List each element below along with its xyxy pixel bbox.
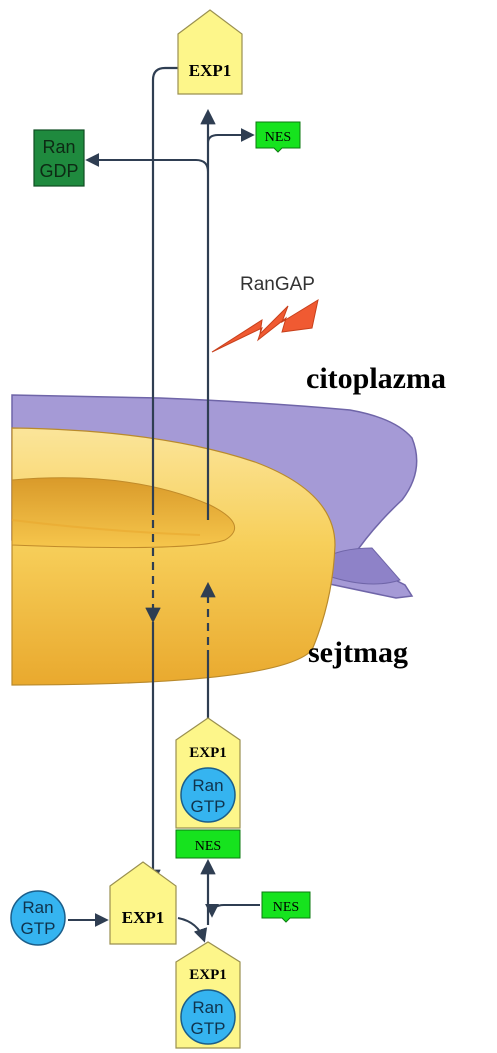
ran-gtp-line1: Ran [192,998,223,1017]
nes-label: NES [195,839,221,854]
ran-gtp-line1: Ran [192,776,223,795]
nes-released: NES [256,122,300,152]
ran-gtp-line2: GTP [21,919,56,938]
ran-gtp-line2: GTP [191,1019,226,1038]
export-complex-nucleus: EXP1 Ran GTP NES [176,718,240,858]
rangap-label: RanGAP [240,274,315,295]
exp1-binding-arrow [178,918,204,940]
rangap-bolt-icon [212,300,318,352]
exp1-nucleus: EXP1 [110,862,176,944]
ran-gdp-release-arrow [88,160,208,172]
cytoplasm-label: citoplazma [306,362,446,395]
nes-binding-arrow [212,905,260,915]
ran-gtp-free: Ran GTP [11,891,65,945]
exp1-cytoplasm: EXP1 [178,10,242,94]
ran-gtp-line2: GTP [191,797,226,816]
nes-label: NES [265,130,291,145]
exp1-label: EXP1 [189,61,232,80]
exp1-label: EXP1 [189,745,227,761]
ran-gtp-line1: Ran [22,898,53,917]
exp1-label: EXP1 [189,967,227,983]
ran-gdp: Ran GDP [34,130,84,186]
nes-release-arrow [208,135,252,150]
nes-cargo: NES [262,892,310,922]
nucleus-label: sejtmag [308,636,408,669]
nes-label: NES [273,900,299,915]
exp1-label: EXP1 [122,908,165,927]
ran-gdp-line1: Ran [42,137,75,157]
ran-gdp-line2: GDP [39,161,78,181]
exp1-rangtp-complex: EXP1 Ran GTP [176,942,240,1048]
